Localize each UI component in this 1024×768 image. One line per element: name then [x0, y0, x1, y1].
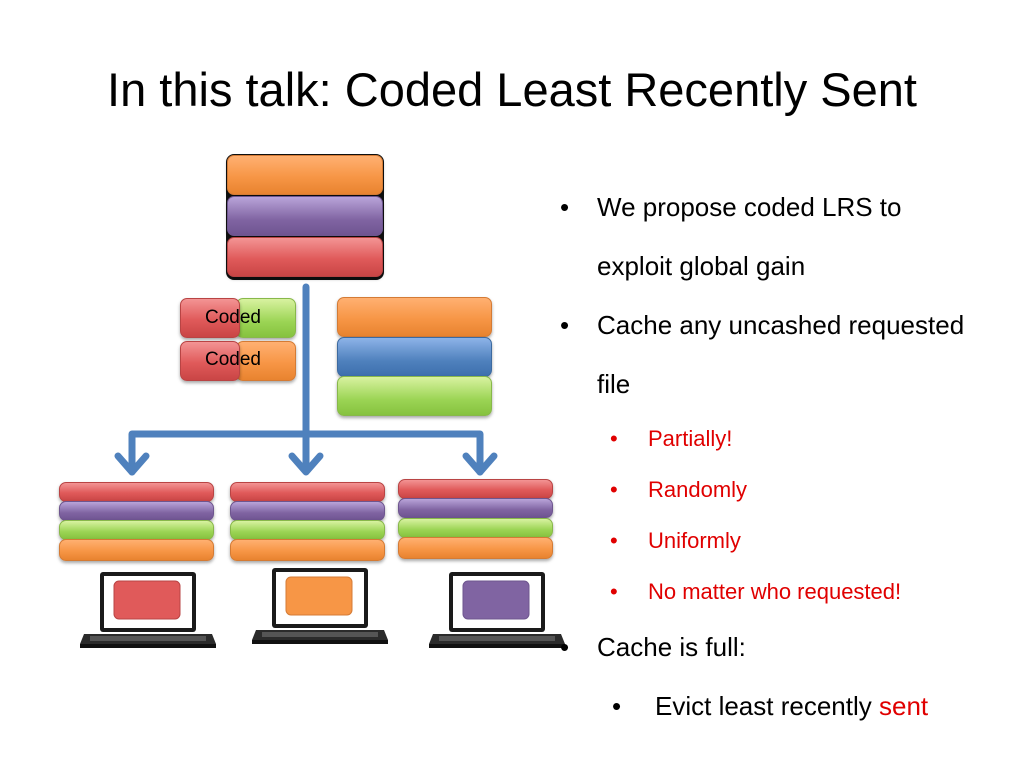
server-file-purple	[227, 196, 383, 236]
laptop-icon-user2	[252, 568, 388, 644]
user1-cache-orange	[59, 539, 214, 561]
sub-bullet-dot: •	[612, 691, 622, 721]
user2-cache-orange	[230, 539, 385, 561]
sub-bullet-dot: •	[610, 579, 618, 604]
laptop-icon-user1	[80, 572, 216, 648]
bullet-dot: •	[560, 310, 570, 340]
sub-bullet-no-matter: No matter who requested!	[648, 579, 902, 604]
coded-block-red-2	[180, 341, 240, 381]
user3-cache-red	[398, 479, 553, 499]
server-file-orange	[227, 155, 383, 195]
pending-file-orange	[337, 297, 492, 337]
user2-cache-green	[230, 520, 385, 540]
user1-cache-red	[59, 482, 214, 502]
server-file-red	[227, 237, 383, 277]
user3-cache-green	[398, 518, 553, 538]
user3-cache-purple	[398, 498, 553, 518]
bullet-item-2: Cache any uncashed requested	[597, 310, 965, 340]
coded-label-1: Coded	[205, 307, 261, 328]
coded-block-red-1	[180, 298, 240, 338]
sub-bullet-evict: Evict least recently sent	[655, 691, 928, 722]
evict-text: Evict least recently	[655, 691, 879, 721]
sub-bullet-dot: •	[610, 426, 618, 451]
pending-file-green	[337, 376, 492, 416]
bullet-item-3: Cache is full:	[597, 632, 746, 662]
user2-cache-red	[230, 482, 385, 502]
coded-label-2: Coded	[205, 349, 261, 370]
bullet-item-1-cont: exploit global gain	[597, 251, 806, 281]
sub-bullet-dot: •	[610, 477, 618, 502]
bullet-item-1: We propose coded LRS to	[597, 192, 902, 222]
slide-title: In this talk: Coded Least Recently Sent	[107, 63, 917, 116]
sub-bullet-uniformly: Uniformly	[648, 528, 741, 553]
user1-cache-green	[59, 520, 214, 540]
bullet-dot: •	[560, 632, 570, 662]
sub-bullet-randomly: Randomly	[648, 477, 748, 502]
user2-cache-purple	[230, 501, 385, 521]
bullet-dot: •	[560, 192, 570, 222]
laptop-icon-user3	[429, 572, 565, 648]
evict-highlight: sent	[878, 691, 929, 721]
sub-bullet-partially: Partially!	[648, 426, 733, 451]
bullet-item-2-cont: file	[597, 369, 631, 399]
user1-cache-purple	[59, 501, 214, 521]
user3-cache-orange	[398, 537, 553, 559]
sub-bullet-dot: •	[610, 528, 618, 553]
